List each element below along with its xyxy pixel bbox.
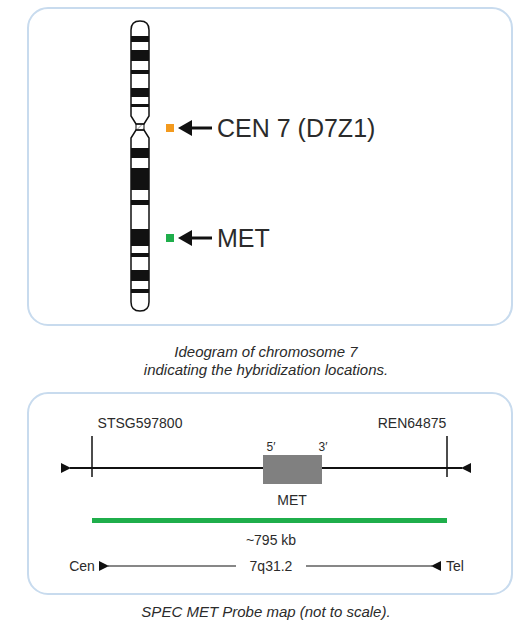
panel-border [28, 8, 512, 325]
band-label: 7q31.2 [250, 558, 293, 575]
size-label: ~795 kb [246, 532, 296, 549]
pointer-arrow-head [178, 230, 192, 246]
marker-tick [91, 436, 93, 477]
probe-label: CEN 7 (D7Z1) [217, 113, 375, 143]
panel-border [28, 393, 512, 594]
marker-tick [446, 436, 448, 477]
probe-marker [166, 234, 174, 242]
figure-caption: Ideogram of chromosome 7 indicating the … [141, 343, 391, 379]
chromosome-ideogram [131, 21, 149, 311]
gene-name: MET [277, 492, 307, 509]
probe-label: MET [217, 223, 270, 253]
end-label: 5′ [267, 440, 276, 454]
probe-bar [92, 518, 447, 523]
figure-caption: SPEC MET Probe map (not to scale). [141, 603, 390, 621]
marker-name: STSG597800 [98, 415, 183, 432]
marker-name: REN64875 [378, 415, 447, 432]
direction-label: Tel [446, 558, 464, 575]
probe-marker [166, 124, 174, 132]
direction-arrow [306, 565, 432, 566]
gene-box [263, 455, 322, 484]
end-label: 3′ [319, 440, 328, 454]
direction-label: Cen [69, 558, 95, 575]
direction-arrow [108, 565, 236, 566]
pointer-arrow-head [178, 120, 192, 136]
